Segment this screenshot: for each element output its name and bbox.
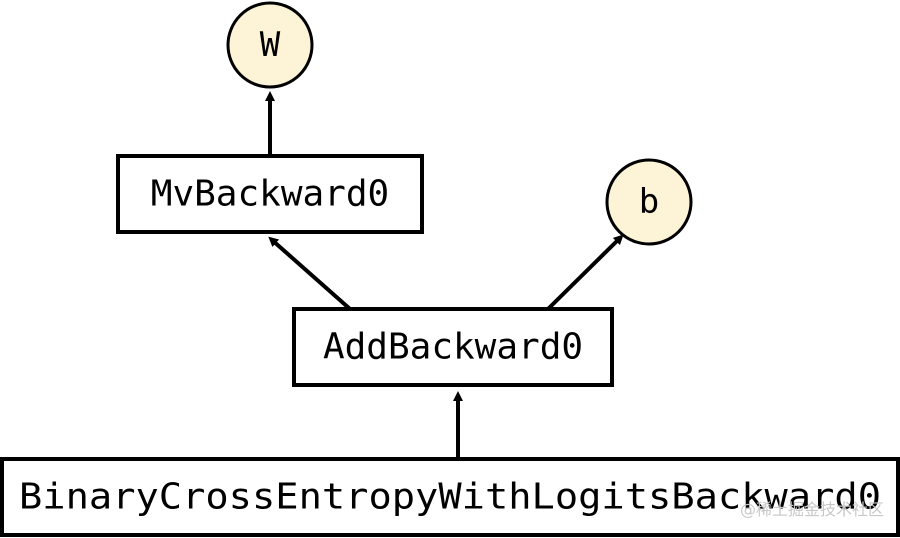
node-b: b: [605, 158, 693, 246]
edge-add-to-b: [546, 234, 624, 311]
node-w: W: [226, 1, 314, 89]
node-mv-backward-label: MvBackward0: [151, 174, 389, 215]
node-mv-backward: MvBackward0: [116, 154, 424, 234]
node-add-backward: AddBackward0: [292, 307, 614, 387]
node-b-label: b: [639, 182, 659, 222]
node-add-backward-label: AddBackward0: [323, 327, 583, 368]
node-b-circle: [605, 158, 693, 246]
node-add-backward-box: [292, 307, 614, 387]
node-w-circle: [226, 1, 314, 89]
watermark: @稀土掘金技术社区: [739, 500, 884, 519]
node-bce-backward-box: [0, 457, 900, 537]
edges: [265, 91, 624, 459]
node-w-label: W: [260, 25, 281, 65]
node-bce-backward-label: BinaryCrossEntropyWithLogitsBackward0: [19, 477, 881, 518]
edge-add-to-mv: [268, 236, 352, 311]
node-mv-backward-box: [116, 154, 424, 234]
node-bce-backward: BinaryCrossEntropyWithLogitsBackward0: [0, 457, 900, 537]
